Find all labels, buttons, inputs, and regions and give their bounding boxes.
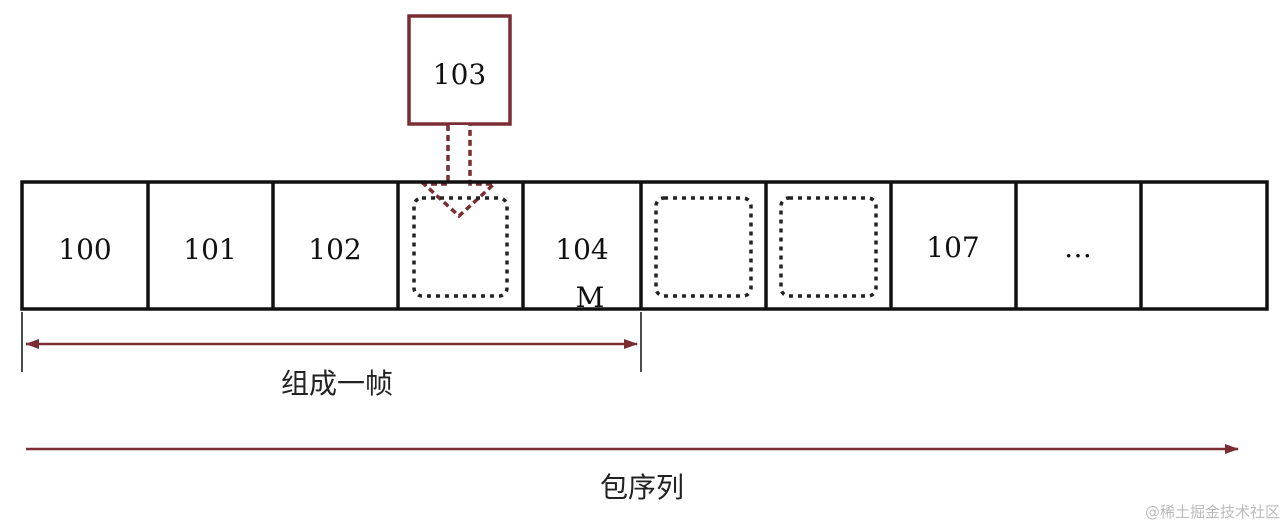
missing-packet-slot	[412, 196, 509, 298]
sequence-span-label: 包序列	[599, 471, 685, 504]
missing-packet-slot	[779, 196, 878, 298]
missing-packet-slot	[654, 196, 753, 298]
insert-arrow	[419, 125, 499, 219]
packet-label: 107	[926, 231, 980, 264]
packet-label: 104	[555, 233, 609, 266]
packet-label: 102	[308, 233, 362, 266]
packet-label: 101	[183, 233, 237, 266]
watermark: @稀土掘金技术社区	[1144, 503, 1280, 521]
packet-row	[20, 180, 1269, 311]
packet-label: …	[1064, 231, 1092, 264]
frame-span-label: 组成一帧	[280, 367, 394, 400]
packet-label: 100	[58, 233, 112, 266]
marker-bit-label: M	[575, 281, 605, 314]
packet-row-border	[20, 180, 1269, 311]
incoming-packet-label: 103	[432, 58, 487, 91]
incoming-packet-box	[407, 14, 512, 126]
